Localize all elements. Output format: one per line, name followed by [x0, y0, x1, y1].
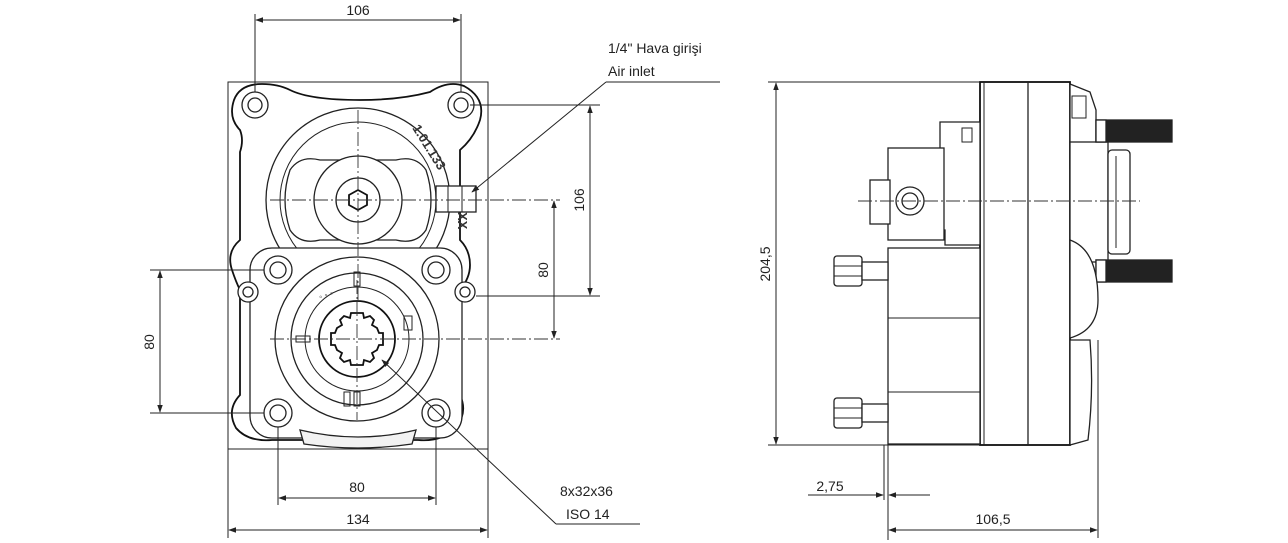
- spline-spec-label: 8x32x36: [560, 483, 613, 499]
- spline-std-label: ISO 14: [566, 506, 610, 522]
- output-ring-mid: [290, 272, 424, 406]
- dim-side-depth: 106,5: [975, 511, 1010, 527]
- stud-body: [1095, 119, 1173, 143]
- air-inlet-fitting: [435, 185, 477, 213]
- dim-inner-vertical: 80: [535, 262, 551, 278]
- dim-bottom-overall: 134: [346, 511, 370, 527]
- side-cylinder-cap: [1107, 149, 1131, 255]
- side-bottom-lip: [1069, 339, 1093, 446]
- bolt-hole-inner: [242, 286, 254, 298]
- stud-body: [1095, 259, 1173, 283]
- dim-top-width: 106: [346, 2, 370, 18]
- ring-slot: [403, 315, 413, 331]
- side-housing: [979, 81, 1071, 446]
- bolt-holes: [237, 91, 476, 428]
- bolt-hole-inner: [459, 286, 471, 298]
- side-lower-housing: [887, 247, 981, 445]
- bolt-shank: [861, 261, 889, 281]
- bolt-hole: [263, 398, 293, 428]
- bolt-hole: [241, 91, 269, 119]
- bolt-hole-inner: [427, 261, 445, 279]
- side-view: 204,5 2,75 106,5: [757, 81, 1173, 540]
- dim-bottom-inner: 80: [349, 479, 365, 495]
- bolt-hole-inner: [453, 97, 469, 113]
- bottom-skirt: [299, 429, 417, 449]
- front-view: 1.01.133 XX ◦ ◦ ◦: [141, 2, 720, 538]
- leader-line: [381, 359, 557, 525]
- bolt-head: [833, 397, 863, 429]
- bolt-hole-inner: [269, 261, 287, 279]
- side-bolt-bottom: [833, 397, 889, 429]
- bolt-shank: [861, 403, 889, 423]
- side-threaded-stud-top: [1095, 119, 1173, 143]
- bolt-hole: [263, 255, 293, 285]
- air-inlet-label-en: Air inlet: [608, 63, 655, 79]
- bolt-hole: [237, 281, 259, 303]
- bolt-hole-inner: [427, 404, 445, 422]
- bolt-hole-inner: [247, 97, 263, 113]
- air-inlet-label-tr: 1/4" Hava girişi: [608, 40, 702, 56]
- dim-side-height: 204,5: [757, 246, 773, 281]
- bolt-hole: [421, 255, 451, 285]
- bolt-head: [833, 255, 863, 287]
- side-cylinder: [1069, 141, 1109, 263]
- side-inlet-nut: [869, 179, 891, 225]
- stud-collar: [1095, 259, 1107, 283]
- bolt-hole-inner: [269, 404, 287, 422]
- side-boss-detail: [961, 127, 973, 143]
- side-lower-bulge: [1069, 239, 1099, 339]
- part-marking-tail: XX: [455, 212, 470, 230]
- side-top-flange-detail: [1071, 95, 1087, 119]
- ring-slot: [343, 391, 351, 407]
- side-threaded-stud-bottom: [1095, 259, 1173, 283]
- dim-left-vertical: 80: [141, 334, 157, 350]
- ring-marking: ◦ ◦ ◦: [318, 288, 335, 302]
- front-outer-outline: [227, 81, 489, 450]
- side-top-boss: [939, 121, 981, 246]
- stud-collar: [1095, 119, 1107, 143]
- dim-side-offset: 2,75: [816, 478, 843, 494]
- side-bolt-top: [833, 255, 889, 287]
- bolt-hole: [454, 281, 476, 303]
- dim-right-height: 106: [571, 188, 587, 212]
- leader-line: [471, 81, 607, 193]
- bolt-hole: [421, 398, 451, 428]
